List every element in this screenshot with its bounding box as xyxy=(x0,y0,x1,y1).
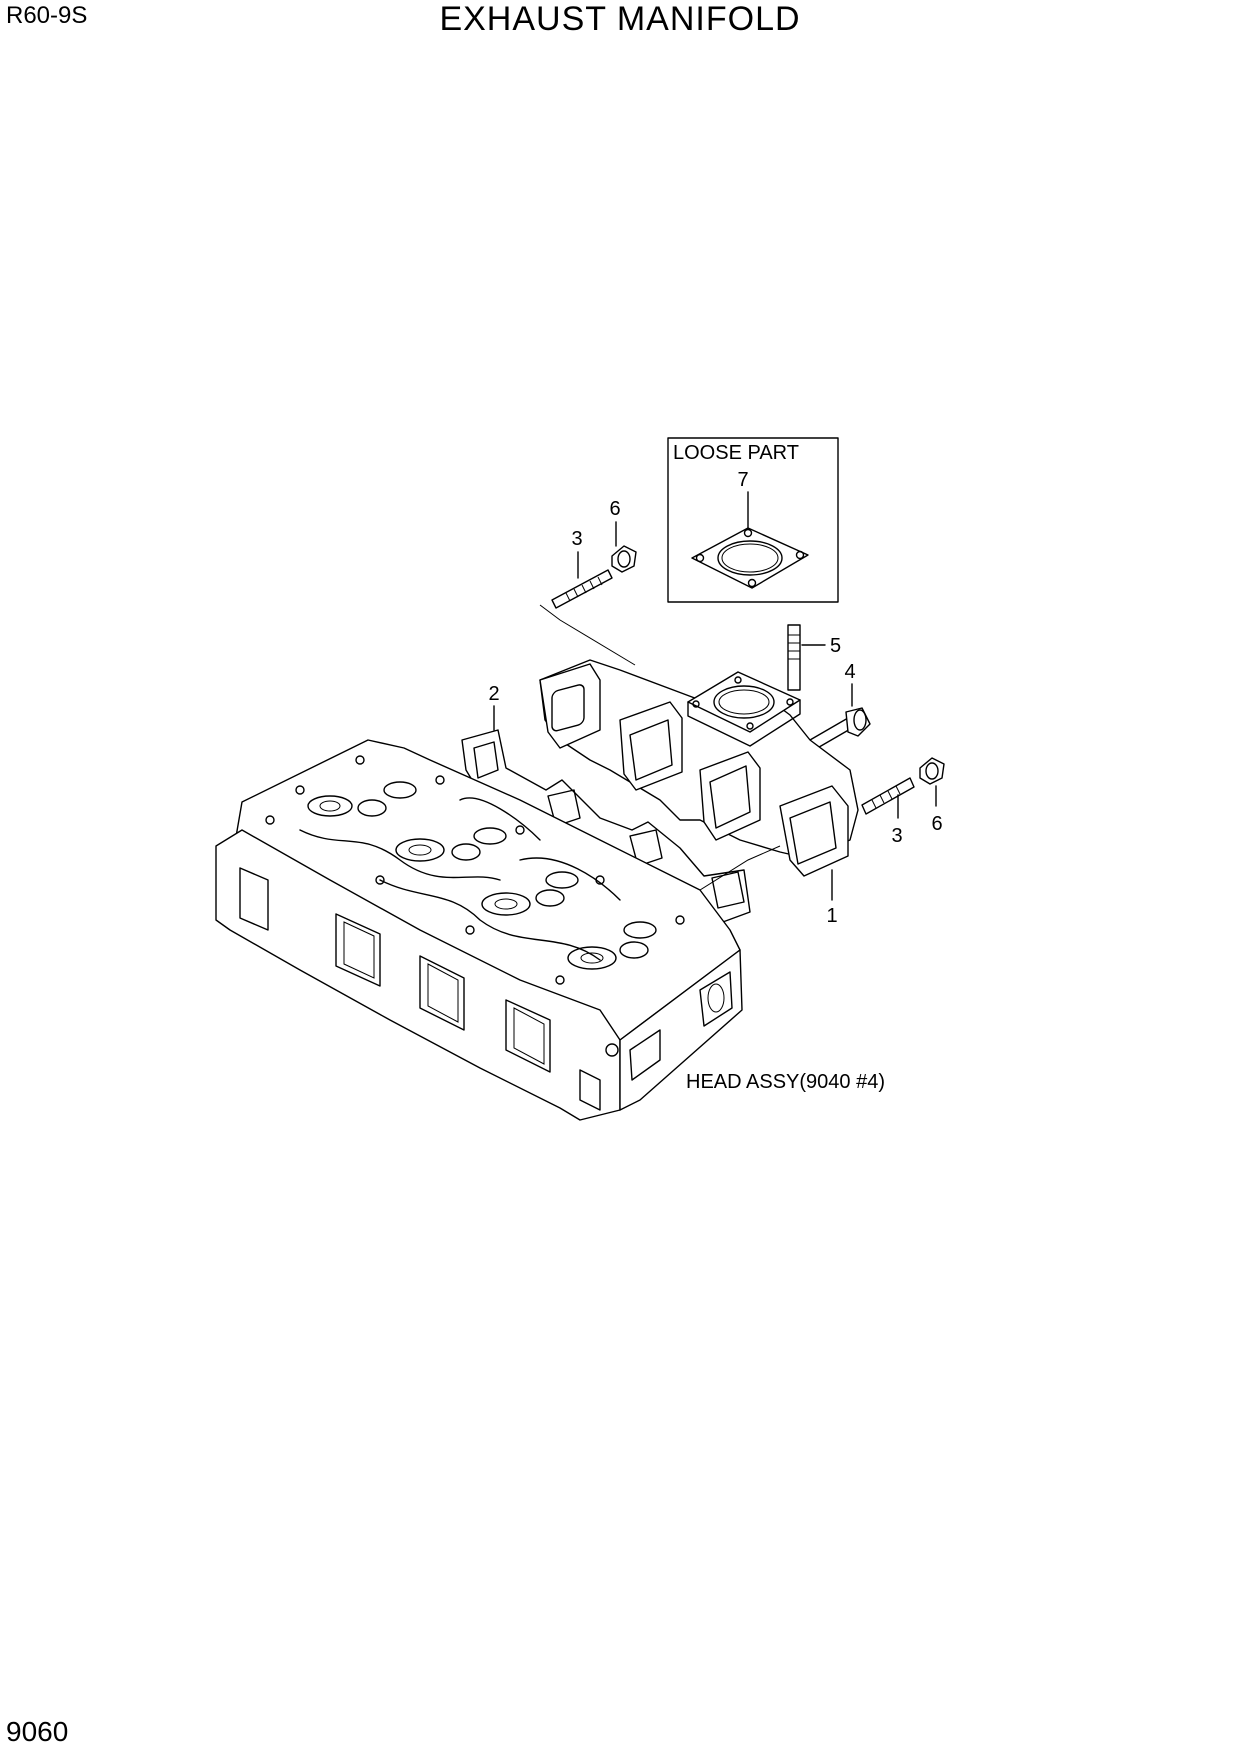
head-top-details xyxy=(265,755,685,985)
bolt-4: 4 xyxy=(809,661,871,751)
leader-stud-top xyxy=(539,604,636,666)
model-code: R60-9S xyxy=(6,2,88,29)
callout-3-right: 3 xyxy=(891,825,902,847)
gasket-7 xyxy=(691,527,809,589)
nut-6-top: 6 xyxy=(609,498,637,573)
callout-5: 5 xyxy=(830,635,841,657)
page-number: 9060 xyxy=(6,1716,69,1747)
exhaust-manifold-1: 1 xyxy=(539,659,859,927)
stud-5: 5 xyxy=(787,624,841,691)
loose-part-box: LOOSE PART 7 xyxy=(667,437,839,603)
callout-3-top: 3 xyxy=(571,528,582,550)
callout-2: 2 xyxy=(488,683,499,705)
stud-3-right: 3 xyxy=(861,777,915,847)
nut-6-right: 6 xyxy=(919,757,945,835)
loose-part-label: LOOSE PART xyxy=(673,442,799,464)
stud-3-top: 3 xyxy=(551,528,613,609)
callout-6-right: 6 xyxy=(931,813,942,835)
callout-4: 4 xyxy=(844,661,855,683)
cylinder-head-assembly xyxy=(215,739,743,1121)
callout-6-top: 6 xyxy=(609,498,620,520)
head-assy-reference: HEAD ASSY(9040 #4) xyxy=(686,1071,885,1093)
page-title: EXHAUST MANIFOLD xyxy=(439,0,801,38)
callout-7: 7 xyxy=(737,469,748,491)
callout-1: 1 xyxy=(826,905,837,927)
loose-part-frame xyxy=(667,437,839,603)
